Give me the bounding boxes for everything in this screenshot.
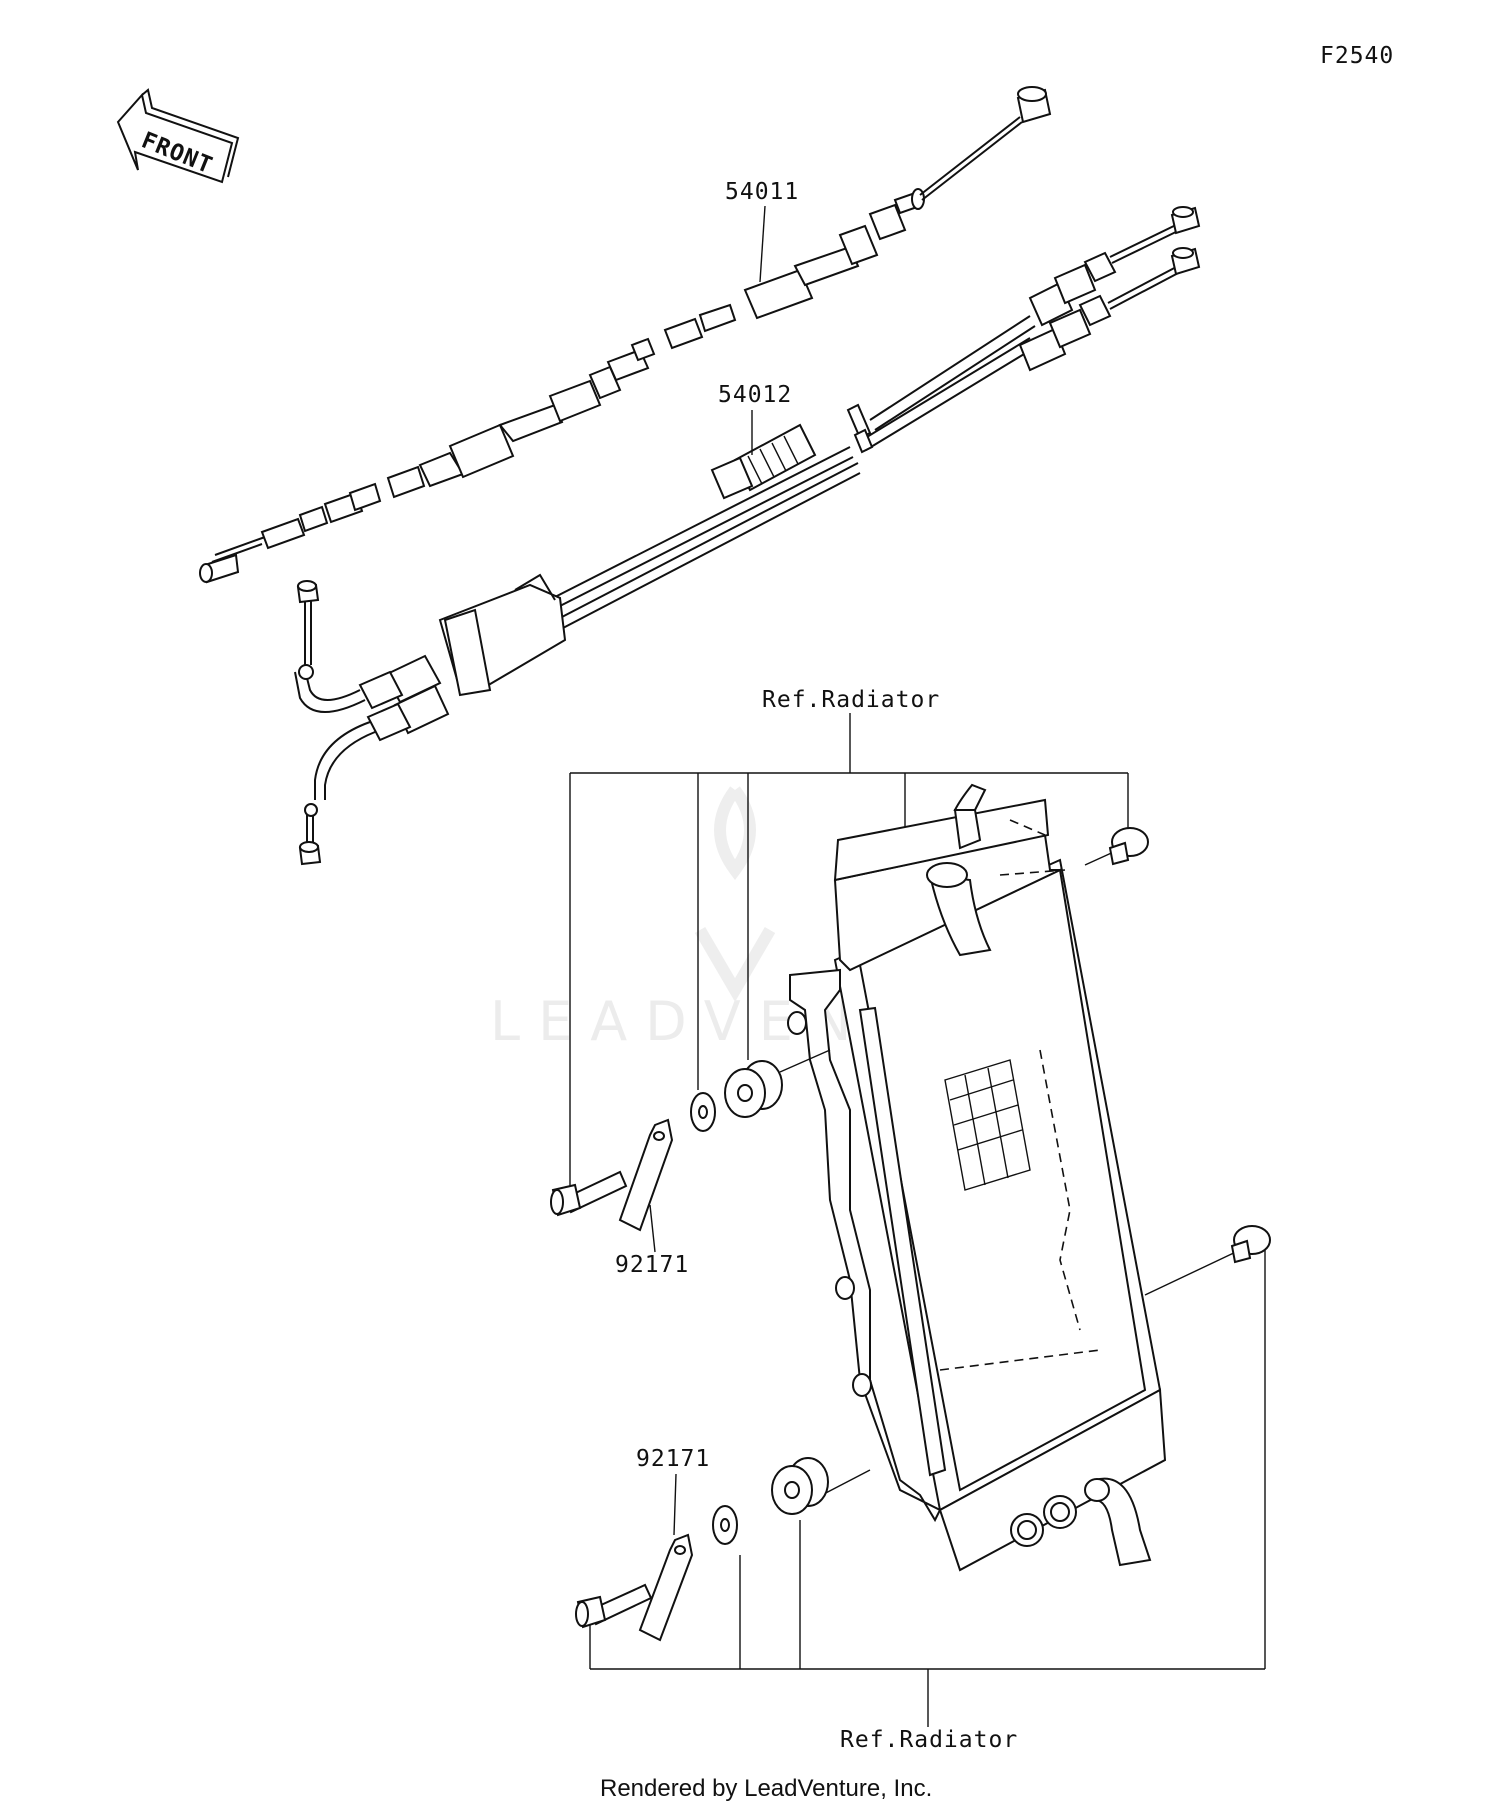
footer-credit: Rendered by LeadVenture, Inc. (600, 1775, 932, 1802)
leader-92171-upper (649, 1204, 656, 1253)
lower-mount-bolt[interactable] (1230, 1225, 1271, 1264)
front-arrow: FRONT (116, 88, 240, 184)
ref-radiator-bottom-leaders (589, 1250, 1266, 1727)
callout-92171-upper: 92171 (615, 1252, 689, 1278)
leader-54011 (759, 205, 766, 283)
callout-ref-radiator-bottom: Ref.Radiator (840, 1727, 1018, 1753)
lower-grommet[interactable] (771, 1457, 829, 1515)
watermark-logo (694, 786, 776, 1002)
lower-clamp-92171[interactable] (638, 1533, 694, 1642)
radiator-assembly[interactable] (779, 783, 1241, 1572)
upper-washer[interactable] (690, 1092, 716, 1132)
throttle-cable-54011[interactable] (199, 86, 1052, 584)
callout-92171-lower: 92171 (636, 1446, 710, 1472)
upper-mount-bolt[interactable] (1108, 827, 1149, 866)
callout-ref-radiator-top: Ref.Radiator (762, 687, 940, 713)
upper-clamp-92171[interactable] (618, 1118, 674, 1232)
upper-bolt[interactable] (550, 1170, 628, 1217)
callout-54012: 54012 (718, 382, 792, 408)
leader-92171-lower (673, 1473, 677, 1536)
lower-bolt[interactable] (575, 1583, 653, 1629)
front-arrow-label: FRONT (138, 127, 217, 179)
callout-54011: 54011 (725, 179, 799, 205)
lower-washer[interactable] (712, 1505, 738, 1545)
throttle-cable-54012[interactable] (294, 206, 1201, 866)
figure-code: F2540 (1320, 43, 1394, 69)
upper-grommet[interactable] (724, 1060, 783, 1118)
